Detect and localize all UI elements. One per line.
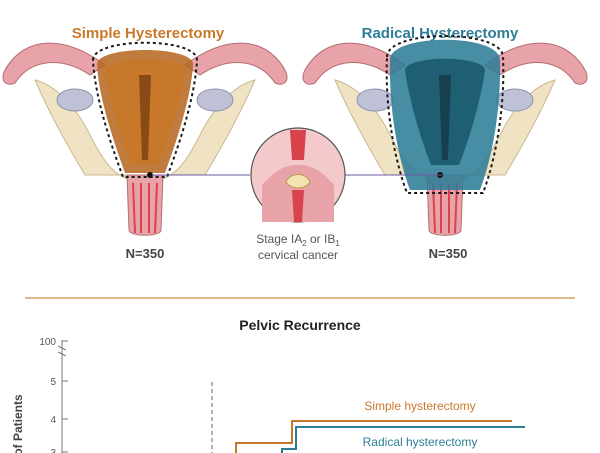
chart-title: Pelvic Recurrence [239,317,361,333]
series-label-simple: Simple hysterectomy [364,399,475,413]
svg-text:Stage IA2 or IB1: Stage IA2 or IB1 [256,232,340,248]
y-axis-label: of Patients [11,394,25,453]
stage-label: Stage IA2 or IB1 cervical cancer [256,232,340,262]
radical-uterus-illustration [302,35,588,237]
series-line-simple [235,420,512,453]
simple-hysterectomy-title: Simple Hysterectomy [72,25,225,42]
radical-n-label: N=350 [429,246,468,261]
simple-n-label: N=350 [126,246,165,261]
series-label-radical: Radical hysterectomy [363,435,478,449]
y-tick-3: 3 [50,448,56,453]
radical-hysterectomy-title: Radical Hysterectomy [362,25,519,42]
simple-uterus-illustration [2,41,288,237]
y-tick-5: 5 [50,377,56,388]
y-tick-4: 4 [50,415,56,426]
series-line-radical [281,426,525,453]
svg-text:cervical cancer: cervical cancer [258,248,338,262]
y-axis [57,340,68,453]
y-tick-100: 100 [39,337,56,348]
cervix-detail-circle [250,127,346,223]
